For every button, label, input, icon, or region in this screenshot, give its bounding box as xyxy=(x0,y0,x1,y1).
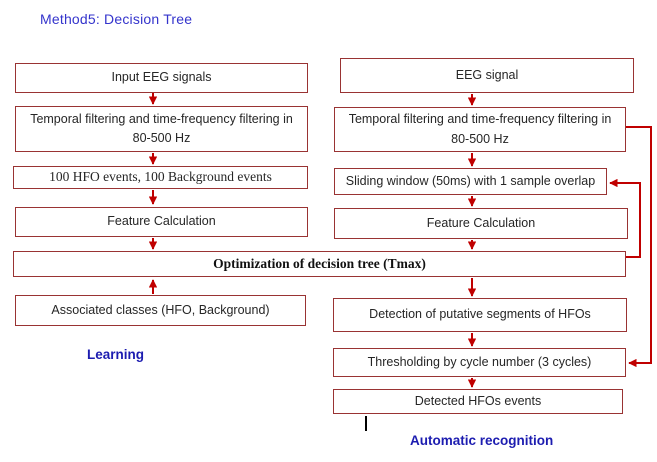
box-filtering-learning: Temporal filtering and time-frequency fi… xyxy=(15,106,308,152)
box-detected-hfos-events: Detected HFOs events xyxy=(333,389,623,414)
box-eeg-signal: EEG signal xyxy=(340,58,634,93)
diagram-title: Method5: Decision Tree xyxy=(40,11,193,27)
box-label: Optimization of decision tree (Tmax) xyxy=(213,255,426,271)
box-detection-putative-segments: Detection of putative segments of HFOs xyxy=(333,298,627,332)
box-label: Associated classes (HFO, Background) xyxy=(51,302,270,317)
box-label: Input EEG signals xyxy=(111,70,212,85)
box-thresholding-cycle-number: Thresholding by cycle number (3 cycles) xyxy=(333,348,626,377)
box-label: EEG signal xyxy=(455,67,519,82)
box-feature-calculation-recognition: Feature Calculation xyxy=(334,208,628,239)
box-label-line1: Temporal filtering and time-frequency fi… xyxy=(30,111,293,126)
box-sliding-window: Sliding window (50ms) with 1 sample over… xyxy=(334,168,607,195)
box-label-line2: 80-500 Hz xyxy=(132,131,191,145)
automatic-recognition-label: Automatic recognition xyxy=(410,433,554,448)
box-label: Detected HFOs events xyxy=(414,393,542,408)
box-feature-calculation-learning: Feature Calculation xyxy=(15,207,308,237)
box-label: 100 HFO events, 100 Background events xyxy=(49,169,272,185)
box-filtering-recognition: Temporal filtering and time-frequency fi… xyxy=(334,107,626,152)
box-label: Detection of putative segments of HFOs xyxy=(369,307,591,322)
box-label: Feature Calculation xyxy=(426,215,536,230)
learning-label: Learning xyxy=(87,347,145,362)
box-input-eeg-signals: Input EEG signals xyxy=(15,63,308,93)
box-associated-classes: Associated classes (HFO, Background) xyxy=(15,295,306,326)
box-label: Feature Calculation xyxy=(107,214,216,229)
box-label-line1: Temporal filtering and time-frequency fi… xyxy=(348,112,612,127)
box-label-line2: 80-500 Hz xyxy=(451,131,509,146)
box-hfo-background-events: 100 HFO events, 100 Background events xyxy=(13,166,308,189)
box-label: Sliding window (50ms) with 1 sample over… xyxy=(345,173,596,188)
feedback-filtering-to-thresholding xyxy=(626,126,652,368)
box-label: Thresholding by cycle number (3 cycles) xyxy=(367,354,592,369)
box-optimization-decision-tree: Optimization of decision tree (Tmax) xyxy=(13,251,626,277)
text-cursor-mark xyxy=(365,416,367,431)
